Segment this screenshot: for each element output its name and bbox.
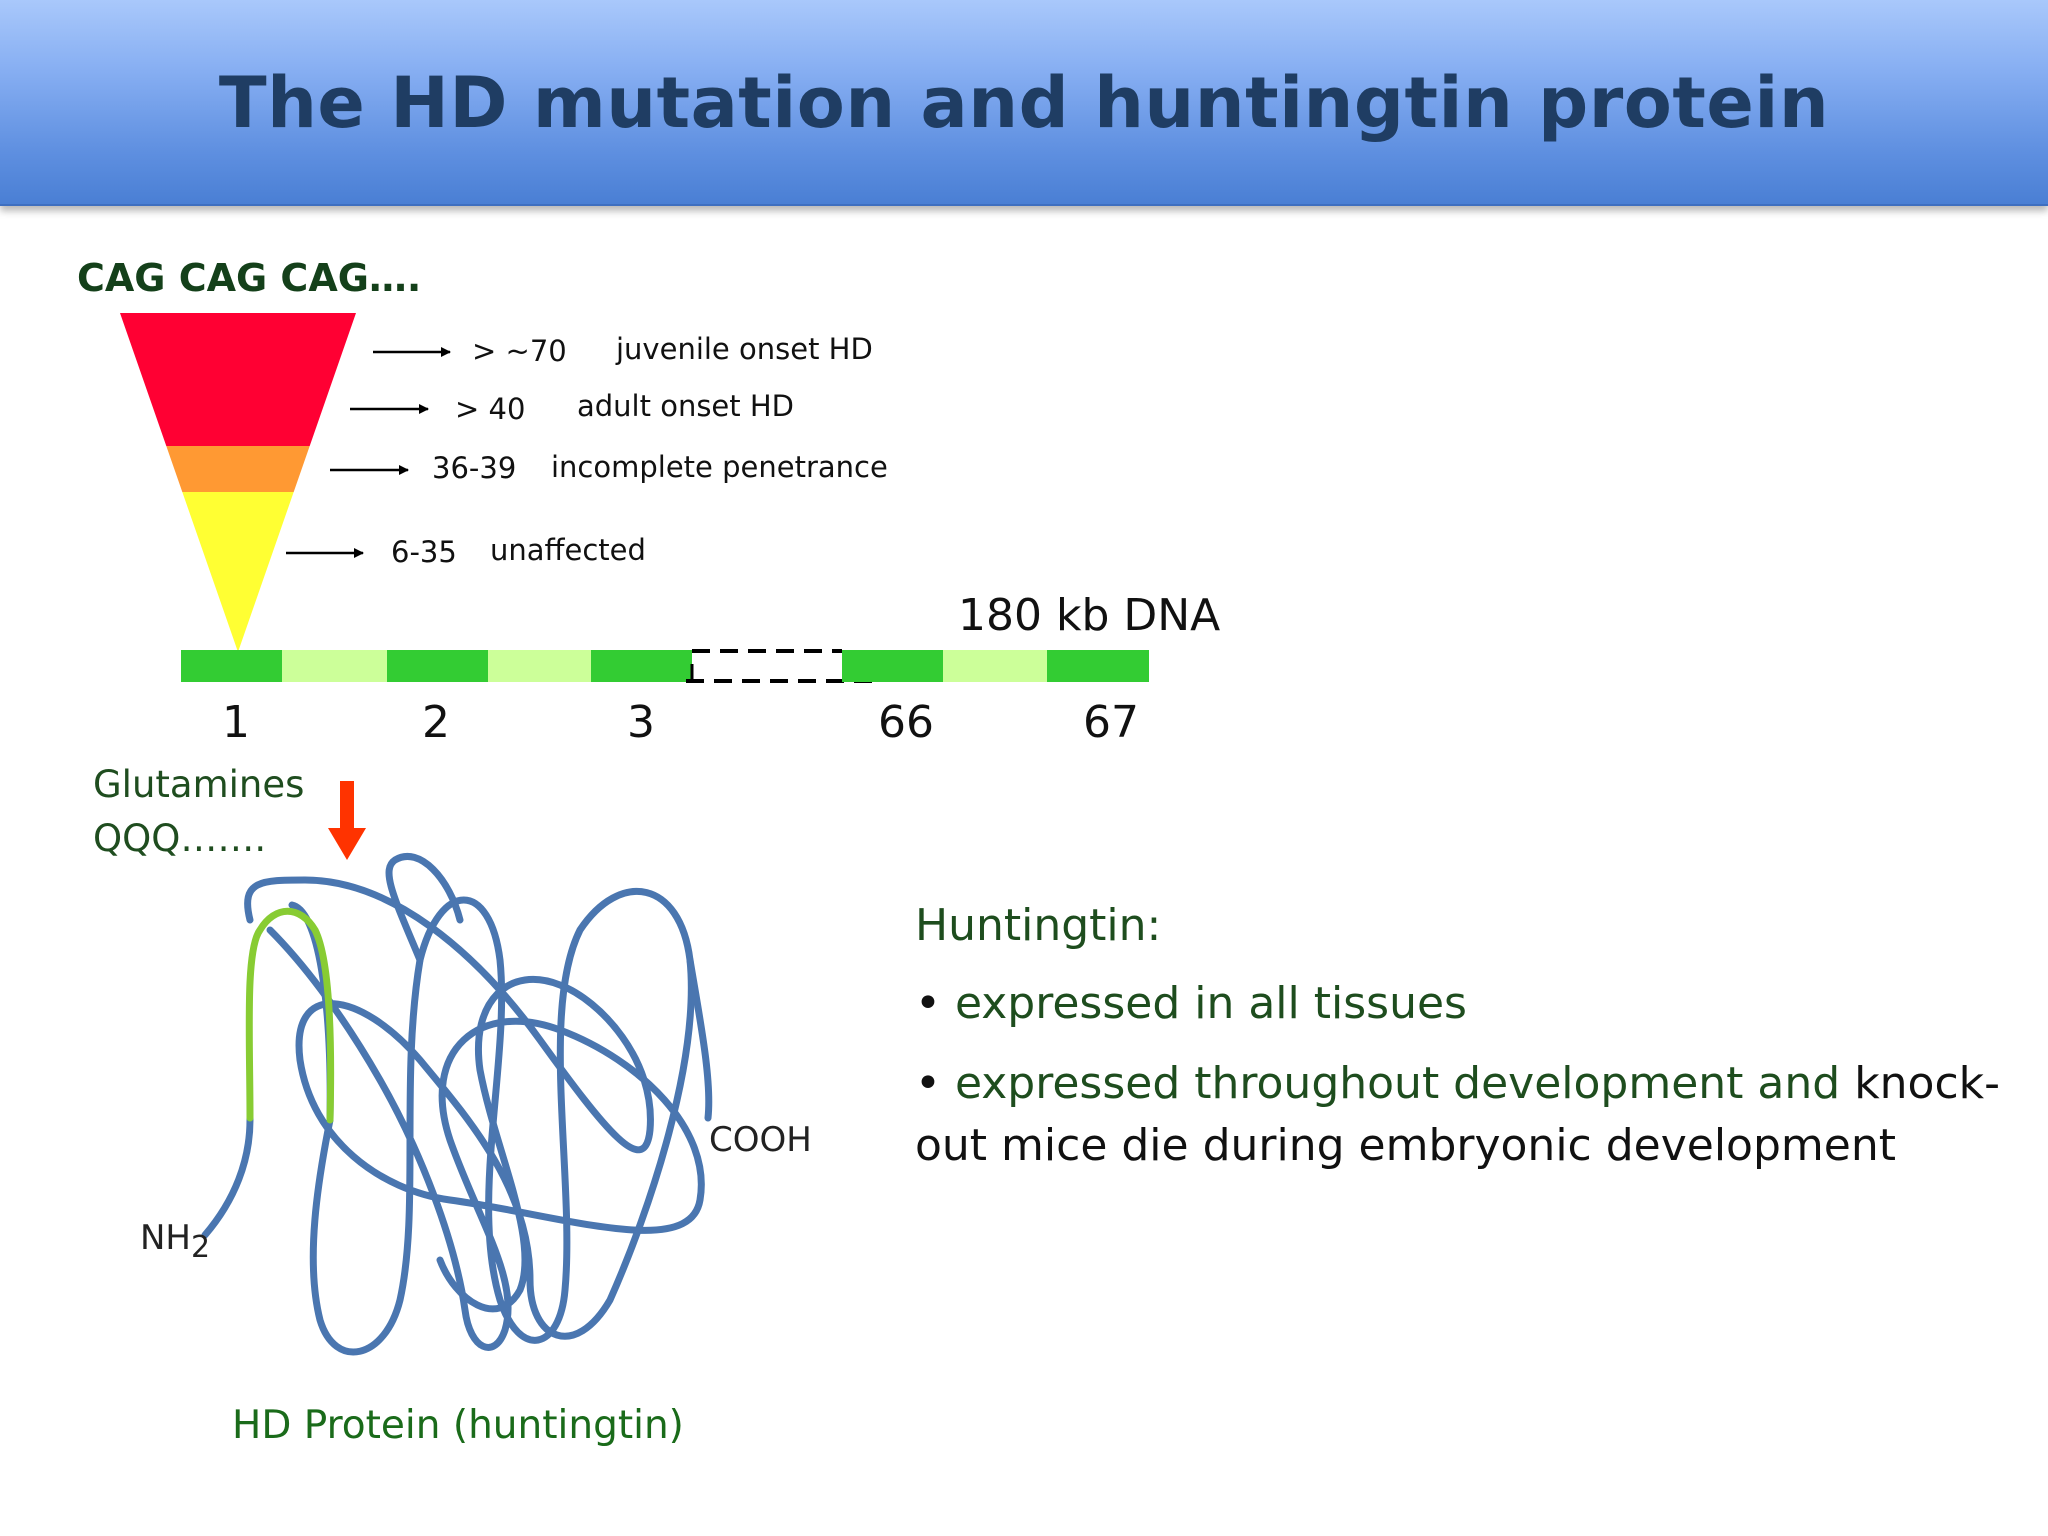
exon-number-2: 2 [422,697,450,748]
level-label-unaffected: unaffected [490,533,646,567]
exon-66 [842,650,943,682]
intron-66 [943,650,1047,682]
funnel-band-yellow [120,492,356,652]
level-label-incomplete: incomplete penetrance [551,450,888,484]
exon-number-1: 1 [222,697,250,748]
level-range-unaffected: 6-35 [391,535,457,569]
n-terminus-label: NH2 [140,1218,210,1265]
n-terminus-text: NH [140,1218,191,1258]
exon-number-67: 67 [1083,697,1139,748]
exon-number-3: 3 [627,697,655,748]
n-terminus-subscript: 2 [191,1229,211,1265]
glutamines-line-1: Glutamines [93,763,305,806]
exon-67 [1047,650,1149,682]
dna-bar [181,649,1149,683]
level-label-adult: adult onset HD [577,389,795,423]
exon-2 [387,650,488,682]
title-bar: The HD mutation and huntingtin protein [0,0,2048,206]
exon-1 [181,650,282,682]
slide-title: The HD mutation and huntingtin protein [218,62,1830,144]
exon-3 [591,650,692,682]
funnel-band-red [120,313,356,446]
fact-bullet-2: • expressed throughout development and k… [915,1058,2001,1171]
level-range-juvenile: > ~70 [472,334,567,368]
glutamines-line-2: QQQ……. [93,817,267,860]
exon-number-66: 66 [878,697,934,748]
glutamines-label: Glutamines QQQ……. [93,758,304,866]
polyq-segment [245,907,335,1124]
protein-caption: HD Protein (huntingtin) [232,1403,684,1448]
huntingtin-heading: Huntingtin: [915,900,1162,951]
intron-1 [282,650,387,682]
dna-size-label: 180 kb DNA [958,590,1221,641]
translation-arrow [328,781,366,860]
fact-bullet-1: • expressed in all tissues [915,978,1467,1029]
cag-sequence: CAG CAG CAG…. [77,256,422,300]
level-range-adult: > 40 [455,392,526,426]
protein-chain [201,853,713,1356]
level-label-juvenile: juvenile onset HD [616,332,873,366]
huntingtin-facts: Huntingtin: • expressed in all tissues •… [915,900,2035,1195]
fact-bullet-2-text-b: knock-out mice die during embryonic deve… [915,1058,2001,1171]
cag-funnel [120,313,356,652]
c-terminus-label: COOH [709,1120,812,1160]
level-range-incomplete: 36-39 [432,451,517,485]
fact-bullet-1-text: expressed in all tissues [954,978,1467,1029]
fact-bullet-2-text-a: expressed throughout development and [954,1058,1841,1109]
intron-2 [488,650,591,682]
